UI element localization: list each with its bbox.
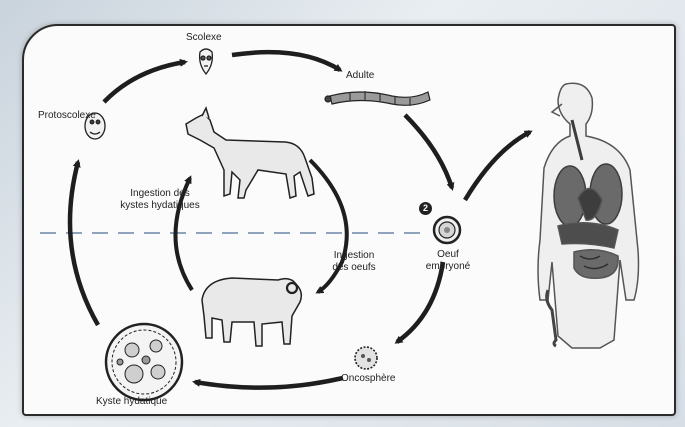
label-protoscolex: Protoscolexe <box>38 110 96 122</box>
human-body-icon <box>538 83 639 348</box>
label-adult: Adulte <box>346 70 374 82</box>
dog-icon <box>186 108 314 198</box>
label-oncosphere: Oncosphère <box>341 373 395 385</box>
label-ingestion-eggs-line1: Ingestion <box>324 250 384 262</box>
label-scolex: Scolexe <box>186 32 222 44</box>
arrow-egg-to-oncosphere <box>397 262 443 342</box>
label-egg-line1: Oeuf <box>418 249 478 261</box>
adult-worm-icon <box>325 91 430 106</box>
label-ingestion-eggs-line2: des oeufs <box>324 262 384 274</box>
label-ingestion-cysts: Ingestion des kystes hydatiques <box>112 188 208 212</box>
label-egg: Oeuf embryoné <box>418 249 478 273</box>
arrow-egg-to-human <box>465 132 530 200</box>
arrow-adult-to-egg <box>405 115 452 188</box>
label-egg-line2: embryoné <box>418 261 478 273</box>
hydatid-cyst-icon <box>106 324 182 400</box>
arrow-oncosphere-to-cyst <box>195 378 343 388</box>
sheep-icon <box>202 278 301 346</box>
arrow-cyst-to-protoscolex <box>70 162 98 325</box>
egg-icon <box>434 217 460 243</box>
arrow-protoscolex-to-scolex <box>104 62 185 102</box>
label-ingestion-eggs: Ingestion des oeufs <box>324 250 384 274</box>
oncosphere-icon <box>355 347 377 369</box>
scolex-icon <box>200 49 213 74</box>
label-ingestion-cysts-line2: kystes hydatiques <box>112 200 208 212</box>
label-ingestion-cysts-line1: Ingestion des <box>112 188 208 200</box>
inner-cycle-arrows <box>175 160 346 292</box>
step-number-badge: 2 <box>419 202 432 215</box>
label-hydatid-cyst: Kyste hydatique <box>96 396 167 408</box>
arrow-scolex-to-adult <box>232 52 340 70</box>
